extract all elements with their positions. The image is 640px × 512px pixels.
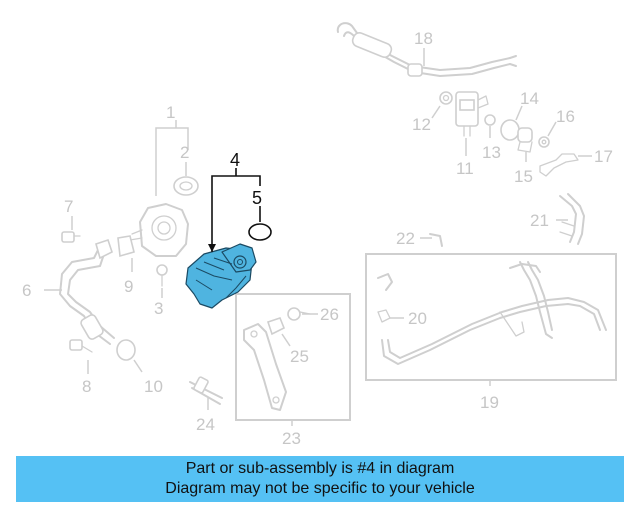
callout-5: 5	[252, 188, 262, 208]
callout-24: 24	[196, 415, 215, 434]
part-23-bracket	[243, 323, 287, 411]
callout-16: 16	[556, 107, 575, 126]
callout-3: 3	[154, 299, 163, 318]
callout-8: 8	[82, 377, 91, 396]
callout-11: 11	[456, 159, 474, 178]
leader-10	[133, 359, 143, 373]
part-21-pipe	[559, 193, 585, 245]
banner-line-2: Diagram may not be specific to your vehi…	[165, 480, 475, 497]
part-25-spacer	[266, 317, 286, 336]
part-17-bracket	[539, 153, 579, 177]
part-7-bolt	[61, 231, 81, 243]
part-24-stud	[189, 376, 223, 405]
part-3-bolt	[156, 264, 168, 287]
part-8-bolt	[69, 339, 93, 353]
callout-10: 10	[144, 377, 163, 396]
part-19-box	[365, 253, 617, 381]
part-16-washer	[538, 136, 550, 148]
callout-25: 25	[290, 347, 309, 366]
callout-14: 14	[520, 89, 539, 108]
part-22-hose	[429, 233, 443, 247]
part-12-fitting	[439, 91, 453, 105]
leader-25	[281, 333, 291, 347]
part-20-clamp	[377, 309, 391, 323]
callout-21: 21	[530, 211, 549, 230]
callout-20: 20	[408, 309, 427, 328]
part-23-box	[235, 293, 351, 421]
part-9-gasket	[117, 235, 135, 258]
callout-9: 9	[124, 277, 133, 296]
callout-4: 4	[230, 150, 240, 170]
callout-1: 1	[166, 103, 175, 122]
part-6-egr-pipe	[59, 238, 115, 345]
callout-26: 26	[320, 305, 339, 324]
leader-4-arrow	[208, 244, 216, 252]
banner-line-1: Part or sub-assembly is #4 in diagram	[185, 460, 455, 477]
callout-13: 13	[482, 143, 501, 162]
callout-15: 15	[514, 167, 533, 186]
part-4-highlighted	[185, 243, 257, 309]
part-18-hose	[336, 22, 517, 77]
part-5-o-ring	[248, 223, 272, 241]
callout-19: 19	[480, 393, 499, 412]
part-10-gasket	[116, 339, 136, 361]
parts-diagram: 18 11 12 13 14 15 16 17	[22, 22, 617, 448]
leader-16	[547, 121, 557, 137]
part-13-clip	[484, 114, 496, 126]
callout-6: 6	[22, 281, 31, 300]
leader-12	[431, 105, 441, 119]
part-11-valve	[455, 91, 489, 137]
part-2-gasket	[173, 176, 199, 196]
part-14-gasket	[500, 119, 520, 141]
part-15-bushing	[517, 127, 533, 153]
info-banner: Part or sub-assembly is #4 in diagram Di…	[16, 456, 624, 502]
callout-2: 2	[180, 143, 189, 162]
leader-1a	[155, 127, 189, 196]
part-19-pipes	[377, 261, 607, 365]
callout-18: 18	[414, 29, 433, 48]
part-1-egr-body	[129, 203, 189, 257]
callout-7: 7	[64, 197, 73, 216]
callout-23: 23	[282, 429, 301, 448]
callout-12: 12	[412, 115, 431, 134]
callout-17: 17	[594, 147, 613, 166]
callout-22: 22	[396, 229, 415, 248]
leader-14	[515, 105, 523, 121]
